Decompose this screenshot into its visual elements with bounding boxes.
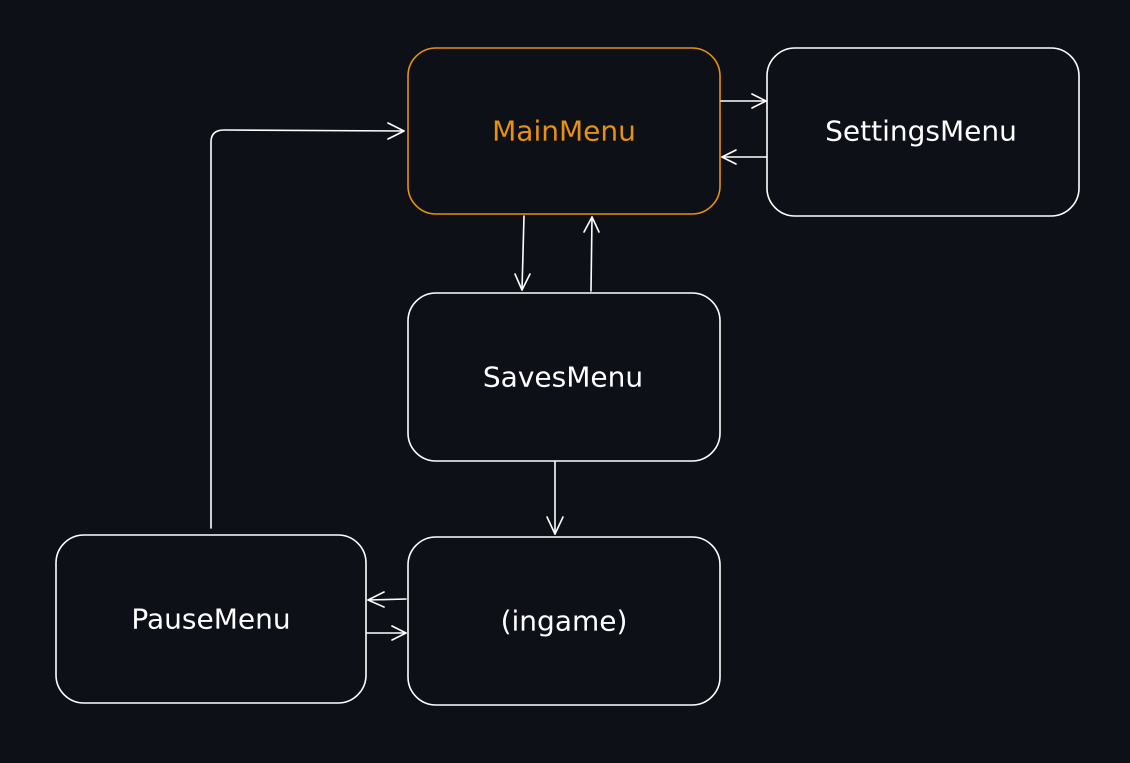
node-saves-menu-label: SavesMenu	[483, 361, 643, 394]
node-main-menu[interactable]: MainMenu	[407, 47, 721, 215]
edge-ingame-to-pause	[367, 591, 407, 608]
edge-saves-to-main	[583, 216, 600, 292]
edge-pause-to-main	[210, 122, 405, 529]
node-settings-menu[interactable]: SettingsMenu	[766, 47, 1080, 217]
node-pause-menu-label: PauseMenu	[131, 603, 290, 636]
node-main-menu-label: MainMenu	[492, 115, 636, 148]
edge-saves-to-ingame	[546, 461, 564, 535]
edge-main-to-settings	[720, 93, 767, 109]
node-pause-menu[interactable]: PauseMenu	[55, 534, 367, 704]
node-saves-menu[interactable]: SavesMenu	[407, 292, 721, 462]
edge-pause-to-ingame	[366, 625, 407, 641]
node-ingame-label: (ingame)	[501, 605, 628, 638]
node-settings-menu-label: SettingsMenu	[825, 115, 1017, 148]
node-ingame[interactable]: (ingame)	[407, 536, 721, 706]
edge-main-to-saves	[514, 215, 531, 291]
edge-settings-to-main	[721, 149, 767, 165]
